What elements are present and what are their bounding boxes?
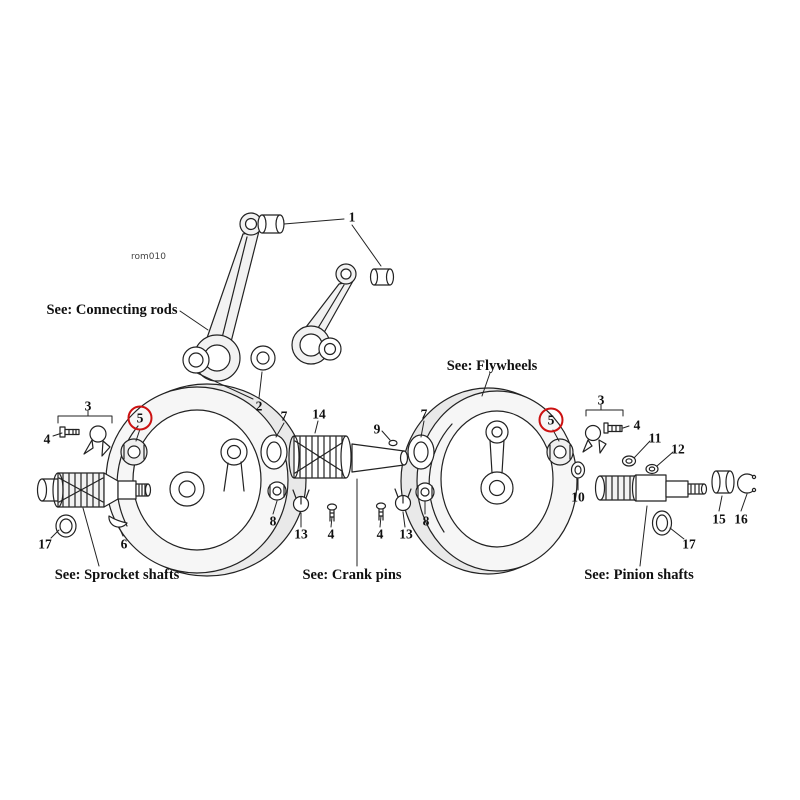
callout-shaft-key: 9	[373, 421, 381, 437]
callout-sprocket-side-screw: 4	[43, 431, 51, 447]
callout-crank-pin: 14	[312, 406, 326, 422]
callout-pinion-side-ring: 17	[682, 536, 696, 552]
connecting-rods-drawing	[193, 212, 395, 382]
right-flywheel-drawing	[400, 387, 578, 575]
callout-crankpin-nut-left: 8	[269, 513, 277, 529]
callout-pinion-spacer: 15	[712, 511, 726, 527]
callout-rod-bearing-washers: 2	[255, 398, 263, 414]
callout-rod-bushings: 1	[348, 209, 356, 225]
callout-pinion-thrust-washer: 10	[571, 489, 585, 505]
section-label-connecting-rods: See: Connecting rods	[46, 301, 178, 318]
pinion-shaft-drawing	[546, 422, 757, 536]
callout-crankpin-washer-right: 7	[420, 406, 428, 422]
section-label-sprocket-shafts: See: Sprocket shafts	[54, 566, 180, 583]
callout-pinion-shaft-nut-highlighted: 5	[538, 407, 564, 433]
section-label-flywheels: See: Flywheels	[446, 357, 538, 374]
leader-lines	[50, 218, 748, 567]
sprocket-shaft-drawing	[36, 425, 152, 538]
watermark: rom010	[131, 252, 166, 262]
callout-crankpin-washer-left: 7	[280, 408, 288, 424]
section-label-pinion-shafts: See: Pinion shafts	[584, 566, 694, 583]
callout-lock-washer-right: 13	[399, 526, 413, 542]
callout-sprocket-side-bracket: 3	[84, 398, 92, 414]
callout-pinion-washer-b: 12	[671, 441, 685, 457]
callout-pinion-washer-a: 11	[648, 430, 662, 446]
callout-sprocket-side-ring: 17	[38, 536, 52, 552]
callout-pinion-side-bracket: 3	[597, 392, 605, 408]
rod-washers-drawing	[182, 337, 342, 374]
callout-lock-screw-left: 4	[327, 526, 335, 542]
callout-sprocket-shaft-nut-highlighted: 5	[127, 405, 153, 431]
callout-pinion-side-screw: 4	[633, 417, 641, 433]
callout-pinion-circlip: 16	[734, 511, 748, 527]
section-label-crank-pins: See: Crank pins	[302, 566, 402, 583]
callout-lock-washer-left: 13	[294, 526, 308, 542]
callout-crankpin-nut-right: 8	[422, 513, 430, 529]
callout-lock-screw-right: 4	[376, 526, 384, 542]
callout-sprocket-key: 6	[120, 536, 128, 552]
left-flywheel-drawing	[105, 383, 307, 577]
